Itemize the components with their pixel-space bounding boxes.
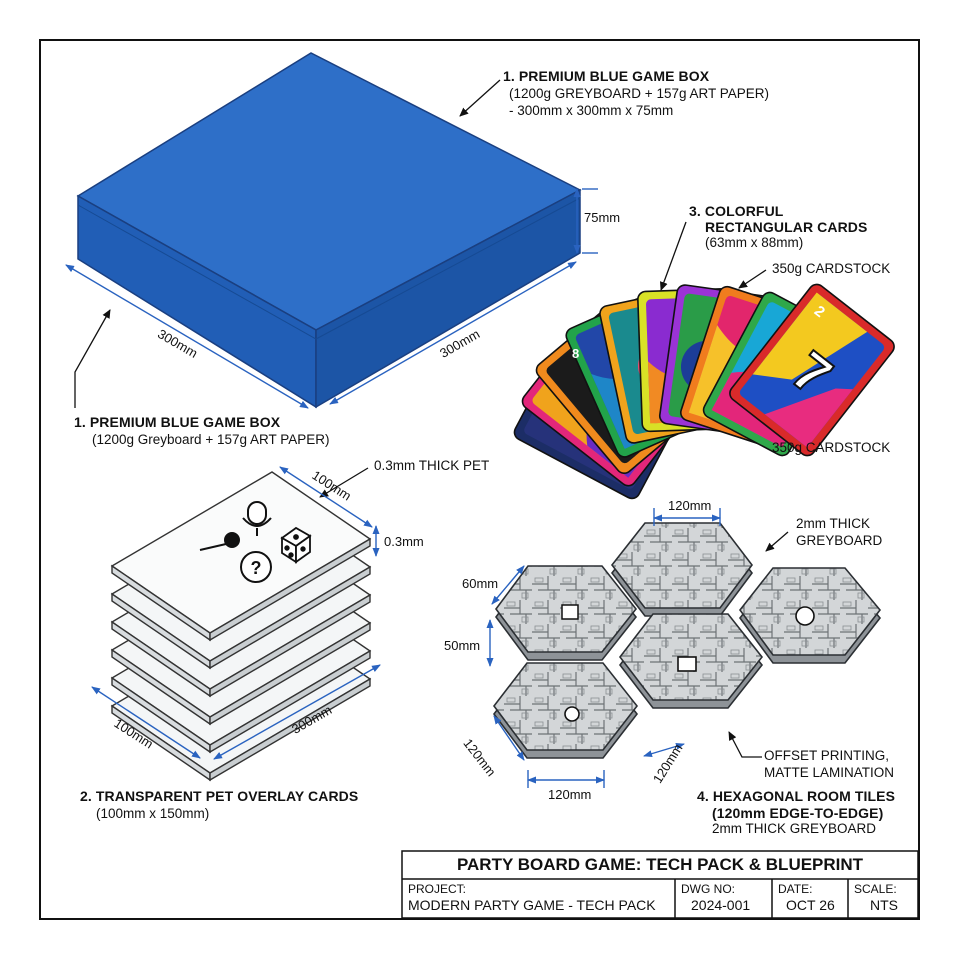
box-dimension-lines: [65, 188, 598, 409]
hex-60-dimension: [491, 565, 525, 605]
hex-print-label-2: MATTE LAMINATION: [764, 765, 895, 780]
date-value: OCT 26: [786, 897, 835, 913]
hex-thick-label-2: GREYBOARD: [796, 533, 883, 548]
box-bottom-spec: (1200g Greyboard + 157g ART PAPER): [92, 432, 330, 447]
box-lid-seam: [77, 197, 581, 340]
question-icon: ?: [240, 551, 272, 583]
title-block-title: PARTY BOARD GAME: TECH PACK & BLUEPRINT: [456, 855, 864, 874]
hex-bottom-label: 120mm: [548, 787, 592, 802]
dwg-value: 2024-001: [691, 897, 751, 913]
date-label: DATE:: [778, 882, 813, 896]
microphone-stand-icon: [199, 532, 240, 551]
hex-60-label: 60mm: [462, 576, 499, 591]
hex-50-label: 50mm: [444, 638, 481, 653]
scale-label: SCALE:: [854, 882, 897, 896]
pet-right-dimension: [213, 664, 381, 760]
project-label: PROJECT:: [408, 882, 467, 896]
hex-title: 4. HEXAGONAL ROOM TILES: [697, 788, 896, 804]
hex-left-dimension: [493, 715, 525, 761]
card-fan-drawing: 7 2 8: [513, 283, 895, 500]
cards-size: (63mm x 88mm): [705, 235, 804, 250]
pet-thick-label: 0.3mm THICK PET: [374, 458, 490, 473]
box-left-dimension: [65, 264, 309, 409]
box-height-label: 75mm: [584, 210, 621, 225]
pet-dimension-lines: [91, 466, 381, 760]
pet-title: 2. TRANSPARENT PET OVERLAY CARDS: [80, 788, 359, 804]
project-value: MODERN PARTY GAME - TECH PACK: [408, 897, 656, 913]
cardstock-bottom-label: 350g CARDSTOCK: [772, 440, 891, 455]
pet-thickness-label: 0.3mm: [384, 534, 424, 549]
box-bottom-title: 1. PREMIUM BLUE GAME BOX: [74, 414, 281, 430]
title-block-grid: [401, 850, 919, 919]
hex-right-dimension: [643, 742, 685, 758]
hex-top-label: 120mm: [668, 498, 712, 513]
cards-title: 3. COLORFUL: [689, 203, 784, 219]
svg-text:?: ?: [251, 558, 262, 578]
box-top-size: - 300mm x 300mm x 75mm: [509, 103, 674, 118]
pet-size: (100mm x 150mm): [96, 806, 210, 821]
cardstock-top-label: 350g CARDSTOCK: [772, 261, 891, 276]
box-top-title: 1. PREMIUM BLUE GAME BOX: [503, 68, 710, 84]
dwg-label: DWG NO:: [681, 882, 735, 896]
hex-thick-label: 2mm THICK: [796, 516, 871, 531]
hex-title-3: 2mm THICK GREYBOARD: [712, 821, 877, 836]
pet-left-dimension: [91, 686, 201, 759]
hex-tile: [492, 662, 639, 751]
game-box-drawing: [76, 52, 582, 409]
hex-title-2: (120mm EDGE-TO-EDGE): [712, 805, 884, 821]
cards-title-2: RECTANGULAR CARDS: [705, 219, 868, 235]
scale-value: NTS: [870, 897, 898, 913]
hex-print-label: OFFSET PRINTING,: [764, 748, 890, 763]
pet-top-dimension: [279, 466, 373, 528]
drawing-frame: [39, 39, 920, 920]
pet-card-stack: ?: [110, 471, 372, 782]
microphone-icon: [242, 501, 272, 536]
hex-tiles-drawing: [492, 522, 882, 759]
title-block: PARTY BOARD GAME: TECH PACK & BLUEPRINT …: [402, 851, 918, 918]
box-right-dimension: [329, 261, 577, 405]
hex-tile: [610, 522, 754, 609]
hex-dimension-lines: [486, 508, 721, 788]
dice-icon: [280, 526, 312, 564]
card-corner-glyph: 8: [572, 346, 579, 361]
box-top-spec: (1200g GREYBOARD + 157g ART PAPER): [509, 86, 770, 101]
